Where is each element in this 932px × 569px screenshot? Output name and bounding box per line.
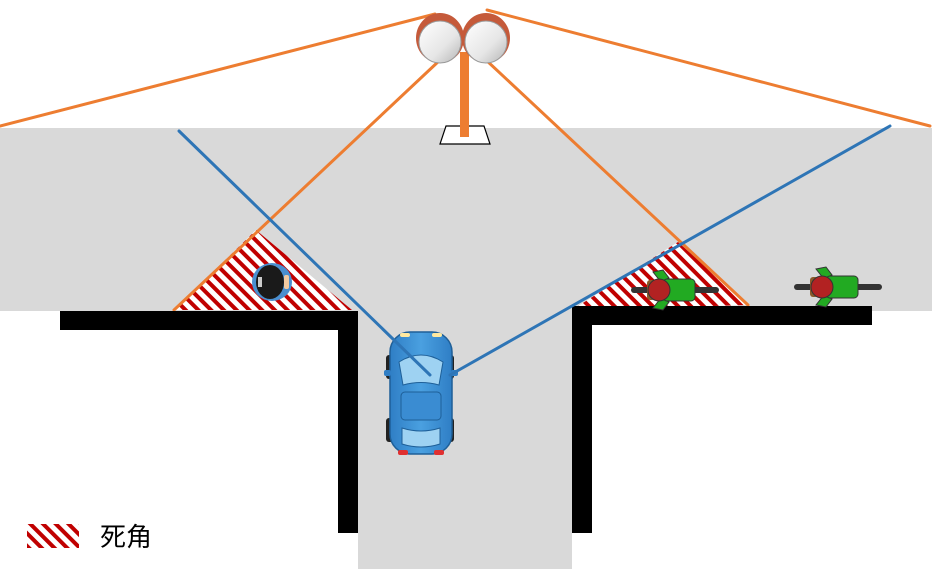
legend: 死角 bbox=[27, 523, 152, 553]
driver-left-line bbox=[177, 129, 432, 377]
legend-hatch-swatch bbox=[27, 524, 79, 548]
main-road bbox=[0, 128, 932, 311]
mirror-left-far-line bbox=[0, 12, 437, 128]
pedestrian-icon bbox=[252, 263, 292, 301]
mirror-sightlines bbox=[0, 8, 932, 312]
legend-blind-spot-label: 死角 bbox=[100, 523, 152, 553]
wall-right bbox=[572, 306, 872, 533]
cyclist-icon bbox=[631, 269, 719, 311]
driver-right-line bbox=[448, 124, 892, 377]
mirror-left-near-line bbox=[172, 58, 442, 312]
car-icon bbox=[384, 331, 458, 455]
wall-left bbox=[60, 311, 358, 533]
cyclist-icon bbox=[794, 266, 882, 308]
mirror-right bbox=[462, 13, 510, 64]
mirror-left bbox=[416, 13, 464, 64]
driver-sightlines bbox=[177, 124, 892, 377]
convex-mirror-icon bbox=[416, 13, 510, 64]
mirror-pole bbox=[460, 52, 469, 137]
mirror-right-near-line bbox=[484, 58, 750, 307]
mirror-right-far-line bbox=[485, 8, 932, 128]
